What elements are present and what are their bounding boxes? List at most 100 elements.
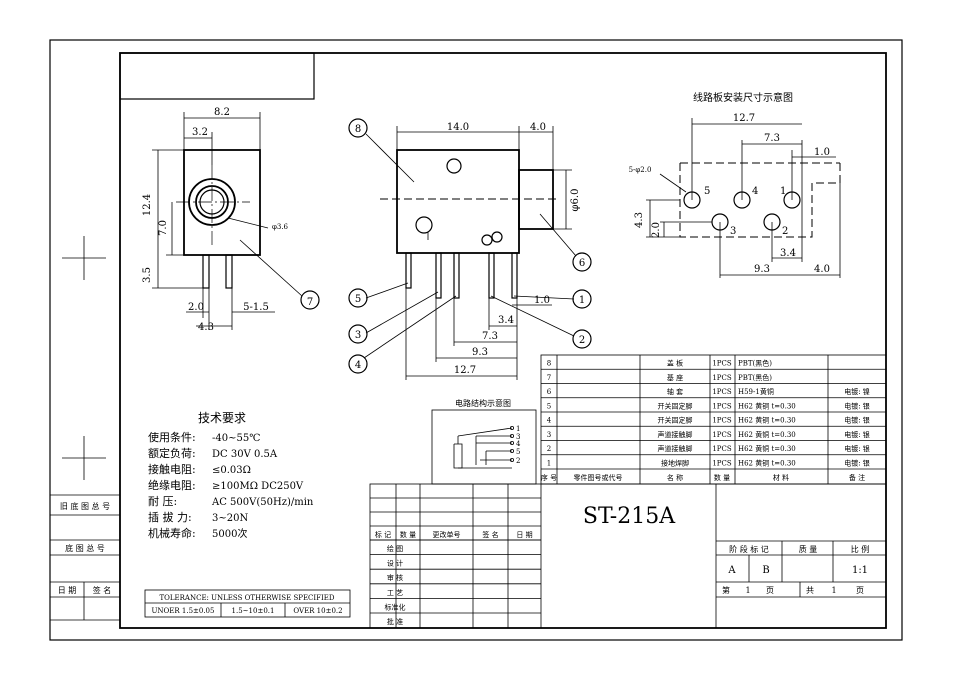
circuit-pin-1: 1	[516, 425, 520, 433]
bom-material: H62 黄铜 t=0.30	[738, 401, 796, 410]
bom-h-note: 备 注	[849, 473, 865, 482]
role-label: 绘 图	[387, 544, 403, 553]
role-label: 标准化	[385, 602, 406, 611]
tech-value: ≤0.03Ω	[212, 465, 251, 476]
weight-header: 质 量	[799, 544, 818, 554]
rev-header: 数 量	[400, 530, 416, 539]
callout-1: 1	[579, 295, 585, 306]
bom-qty: 1PCS	[712, 360, 732, 368]
tech-value: 5000次	[212, 527, 247, 540]
dim-pcb-pitch: 3.4	[780, 248, 796, 259]
bom-note: 电镀: 镍	[844, 387, 870, 396]
bom-note: 电镀: 银	[844, 430, 870, 439]
bom-name: 接地焊脚	[661, 458, 689, 467]
tolerance-mid: 1.5~10±0.1	[232, 607, 275, 615]
circuit-pin-3: 3	[516, 433, 520, 441]
bom-no: 4	[547, 417, 552, 425]
role-label: 工 艺	[387, 589, 403, 597]
rev-header: 签 名	[482, 530, 498, 539]
title-block: ST-215A 阶 段 标 记 质 量 比 例 A B 1:1 第 1 页 共 …	[369, 483, 887, 629]
total-unit: 页	[856, 586, 864, 595]
dim-offset: 3.2	[192, 127, 208, 138]
bom-qty: 1PCS	[712, 417, 732, 425]
bom-note: 电镀: 银	[844, 458, 870, 467]
sheet-unit: 页	[766, 586, 774, 595]
sign-label: 签 名	[93, 585, 112, 595]
dim-pcb-edge: 1.0	[814, 147, 830, 158]
total-number: 1	[831, 586, 836, 595]
bom-material: H62 黄铜 t=0.30	[738, 416, 796, 425]
circuit-title: 电路结构示意图	[455, 398, 511, 408]
tech-label: 接触电阻:	[148, 462, 196, 476]
bom-h-name: 名 称	[667, 473, 683, 482]
callout-7: 7	[307, 297, 313, 308]
dim-height: 12.4	[142, 194, 153, 216]
role-label: 设 计	[387, 559, 403, 568]
bom-material: H62 黄铜 t=0.30	[738, 430, 796, 439]
bom-name: 声道接触脚	[658, 430, 693, 439]
tolerance-header: TOLERANCE: UNLESS OTHERWISE SPECIFIED	[159, 594, 334, 602]
pcb-layout-title: 线路板安装尺寸示意图	[693, 91, 793, 104]
bom-name: 开关固定脚	[658, 401, 693, 410]
dim-pcb-row: 2.0	[651, 222, 662, 238]
circuit-pin-5: 5	[516, 448, 520, 456]
side-body	[396, 149, 520, 254]
hole-5: 5	[704, 186, 710, 197]
dim-pcb-right: 4.0	[814, 264, 830, 275]
bom-material: PBT(黑色)	[738, 373, 772, 382]
tech-value: AC 500V(50Hz)/min	[211, 497, 314, 508]
bom-note: 电镀: 银	[844, 444, 870, 453]
bom-h-qty: 数 量	[714, 473, 730, 482]
scale-value: 1:1	[852, 565, 868, 576]
bom-name: 盖 板	[667, 359, 683, 368]
tech-title: 技术要求	[198, 411, 246, 425]
stage-b: B	[762, 565, 769, 576]
date-label: 日 期	[58, 586, 77, 595]
bom-name: 轴 套	[667, 387, 683, 396]
hole-4: 4	[752, 186, 758, 197]
callout-4: 4	[355, 360, 361, 371]
bom-no: 2	[547, 445, 551, 453]
base-label: 底 图 总 号	[65, 543, 105, 553]
tech-label: 耐 压:	[148, 495, 177, 508]
bom-no: 3	[547, 431, 551, 439]
dim-pcb-height: 4.3	[634, 212, 645, 228]
callout-6: 6	[579, 258, 585, 269]
circuit-pin-2: 2	[516, 457, 520, 465]
bom-qty: 1PCS	[712, 431, 732, 439]
callout-8: 8	[355, 124, 361, 135]
tech-value: -40~55℃	[212, 433, 260, 444]
circuit-diagram: 电路结构示意图 1 3 4 5 2	[431, 398, 537, 485]
dim-d3: 7.3	[482, 331, 498, 342]
dim-body: 14.0	[447, 122, 469, 133]
stage-a: A	[727, 565, 736, 576]
dim-pcb-inner: 7.3	[764, 133, 780, 144]
dim-base-width: 4.3	[198, 322, 214, 333]
dim-width: 8.2	[214, 107, 230, 118]
bom-qty: 1PCS	[712, 445, 732, 453]
dim-pin-length: 3.5	[142, 267, 153, 283]
registration-marks	[62, 236, 106, 480]
dim-hole-center: 7.0	[158, 220, 169, 236]
bom-no: 8	[547, 360, 551, 368]
hole-2: 2	[782, 226, 788, 237]
tech-label: 绝缘电阻:	[148, 478, 196, 492]
dim-pcb-total: 12.7	[733, 113, 755, 124]
bom-h-mat: 材 料	[773, 473, 789, 482]
bom-no: 1	[547, 459, 551, 467]
role-label: 批 准	[387, 617, 403, 626]
bom-note: 电镀: 银	[844, 401, 870, 410]
bom-name: 开关固定脚	[658, 416, 693, 425]
bom-note: 电镀: 银	[844, 416, 870, 425]
bom-material: H62 黄铜 t=0.30	[738, 444, 796, 453]
stage-header: 阶 段 标 记	[729, 544, 769, 554]
dim-pin-pitch: 2.0	[188, 302, 204, 313]
sheet-number: 1	[745, 586, 750, 595]
tech-label: 插 拔 力:	[148, 510, 192, 524]
dim-d5: 12.7	[454, 365, 476, 376]
dim-d1: 1.0	[534, 295, 550, 306]
dim-hole-dia: φ3.6	[272, 223, 289, 231]
